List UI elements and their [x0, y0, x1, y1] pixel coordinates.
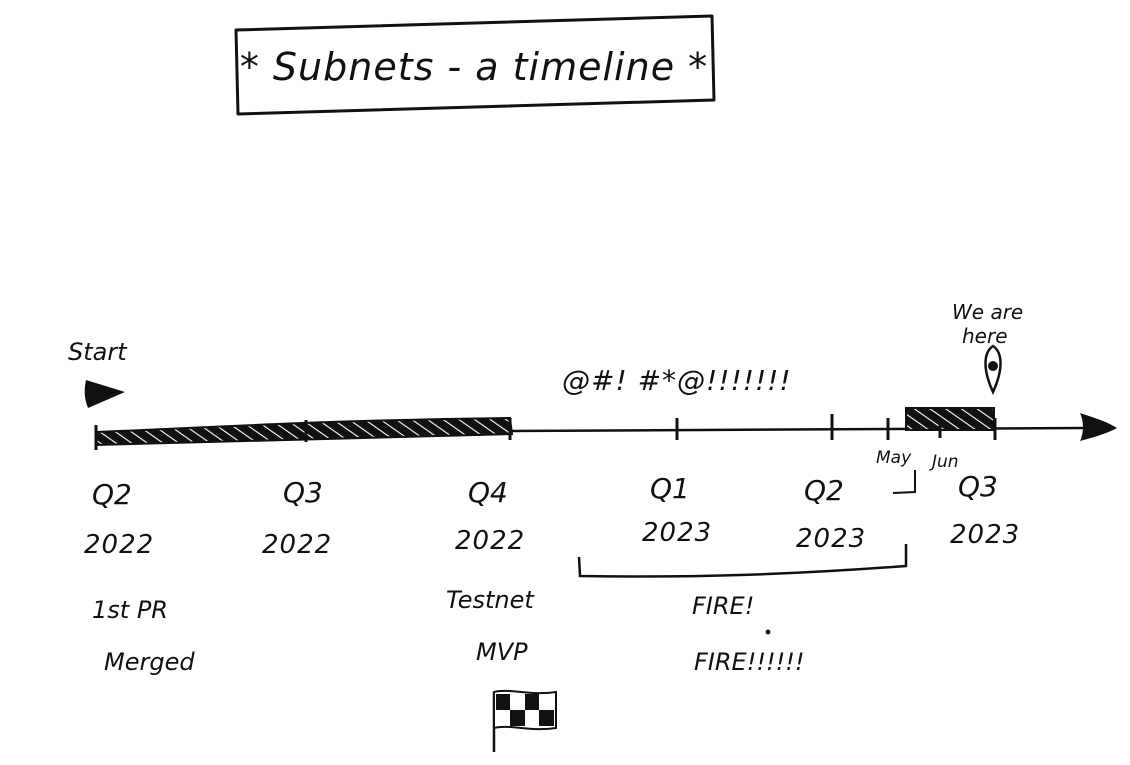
year-label: 2022 — [455, 526, 526, 556]
completed-period-bar — [95, 416, 514, 447]
fire-period-bracket — [577, 544, 908, 578]
milestone-fire-line1: FIRE! — [692, 592, 755, 620]
title-box: * Subnets - a timeline * — [234, 22, 714, 112]
ink-dot — [765, 629, 771, 635]
milestone-first-pr-line1: 1st PR — [92, 596, 168, 624]
quarter-label: Q2 — [92, 478, 132, 511]
milestone-first-pr-line2: Merged — [104, 648, 195, 676]
page-title: * Subnets - a timeline * — [239, 45, 709, 89]
checkered-flag-icon — [492, 689, 557, 752]
tick-marks — [94, 414, 997, 450]
milestone-testnet-line2: MVP — [476, 638, 528, 666]
frustration-text: @#! #*@!!!!!!! — [562, 364, 792, 397]
arrowhead-icon — [1080, 413, 1117, 441]
current-period-bar — [905, 407, 995, 431]
play-triangle-icon — [84, 380, 125, 408]
may-marker-line — [892, 470, 916, 494]
quarter-label: Q3 — [958, 470, 998, 503]
month-label-may: May — [876, 448, 912, 468]
quarter-label: Q1 — [650, 472, 690, 505]
quarter-label: Q2 — [804, 474, 844, 507]
location-pin-icon — [984, 344, 1002, 396]
quarter-label: Q4 — [468, 476, 508, 509]
title-frame — [234, 14, 716, 116]
milestone-testnet-line1: Testnet — [446, 586, 534, 614]
year-label: 2023 — [796, 524, 867, 554]
current-marker-label-line1: We are — [952, 300, 1024, 324]
year-label: 2022 — [262, 530, 333, 560]
year-label: 2023 — [950, 520, 1021, 550]
start-label: Start — [68, 338, 127, 366]
month-label-jun: Jun — [932, 452, 959, 472]
quarter-label: Q3 — [283, 476, 323, 509]
year-label: 2022 — [84, 530, 155, 560]
year-label: 2023 — [642, 518, 713, 548]
milestone-fire-line2: FIRE!!!!!! — [694, 648, 805, 676]
current-marker-label-line2: here — [962, 324, 1008, 348]
